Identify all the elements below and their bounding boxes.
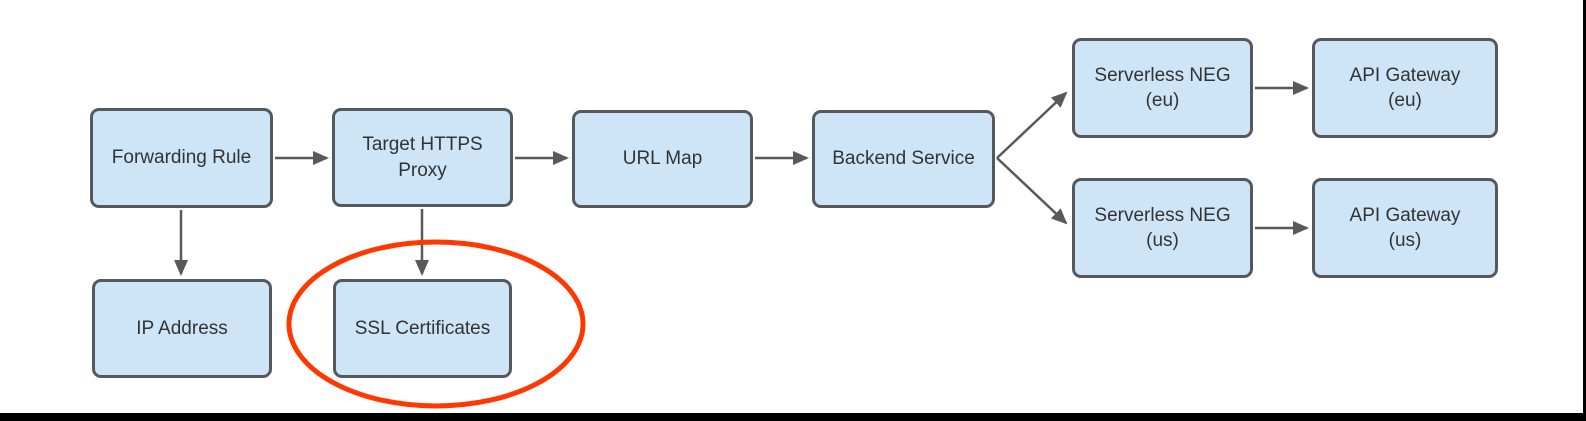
node-api-gateway-us: API Gateway (us) (1312, 178, 1498, 278)
node-backend-service: Backend Service (812, 110, 995, 208)
node-ssl-certificates: SSL Certificates (333, 279, 512, 378)
node-ip-address: IP Address (92, 279, 272, 378)
edge-backend-service-to-serverless-neg-us (996, 157, 1068, 225)
node-backend-service-label: Backend Service (832, 148, 975, 170)
highlight-ellipse (286, 239, 586, 409)
node-url-map: URL Map (572, 110, 753, 208)
node-serverless-neg-eu: Serverless NEG (eu) (1072, 38, 1253, 138)
node-ssl-certificates-label: SSL Certificates (354, 317, 491, 339)
node-api-gateway-eu: API Gateway (eu) (1312, 38, 1498, 138)
node-serverless-neg-us: Serverless NEG (us) (1072, 178, 1253, 278)
node-api-gateway-us-label: API Gateway (us) (1349, 204, 1461, 251)
node-serverless-neg-us-label: Serverless NEG (us) (1094, 204, 1231, 251)
edge-backend-service-to-serverless-neg-eu (996, 91, 1068, 159)
node-ip-address-label: IP Address (136, 317, 228, 339)
node-forwarding-rule-label: Forwarding Rule (111, 147, 252, 169)
node-target-https-proxy: Target HTTPS Proxy (332, 108, 513, 207)
node-target-https-proxy-label: Target HTTPS Proxy (362, 134, 483, 181)
window-edge-bottom (0, 413, 1586, 421)
node-api-gateway-eu-label: API Gateway (eu) (1349, 64, 1461, 111)
node-serverless-neg-eu-label: Serverless NEG (eu) (1094, 64, 1231, 111)
window-edge-right (1583, 0, 1586, 421)
node-url-map-label: URL Map (622, 148, 703, 170)
node-forwarding-rule: Forwarding Rule (90, 108, 273, 208)
